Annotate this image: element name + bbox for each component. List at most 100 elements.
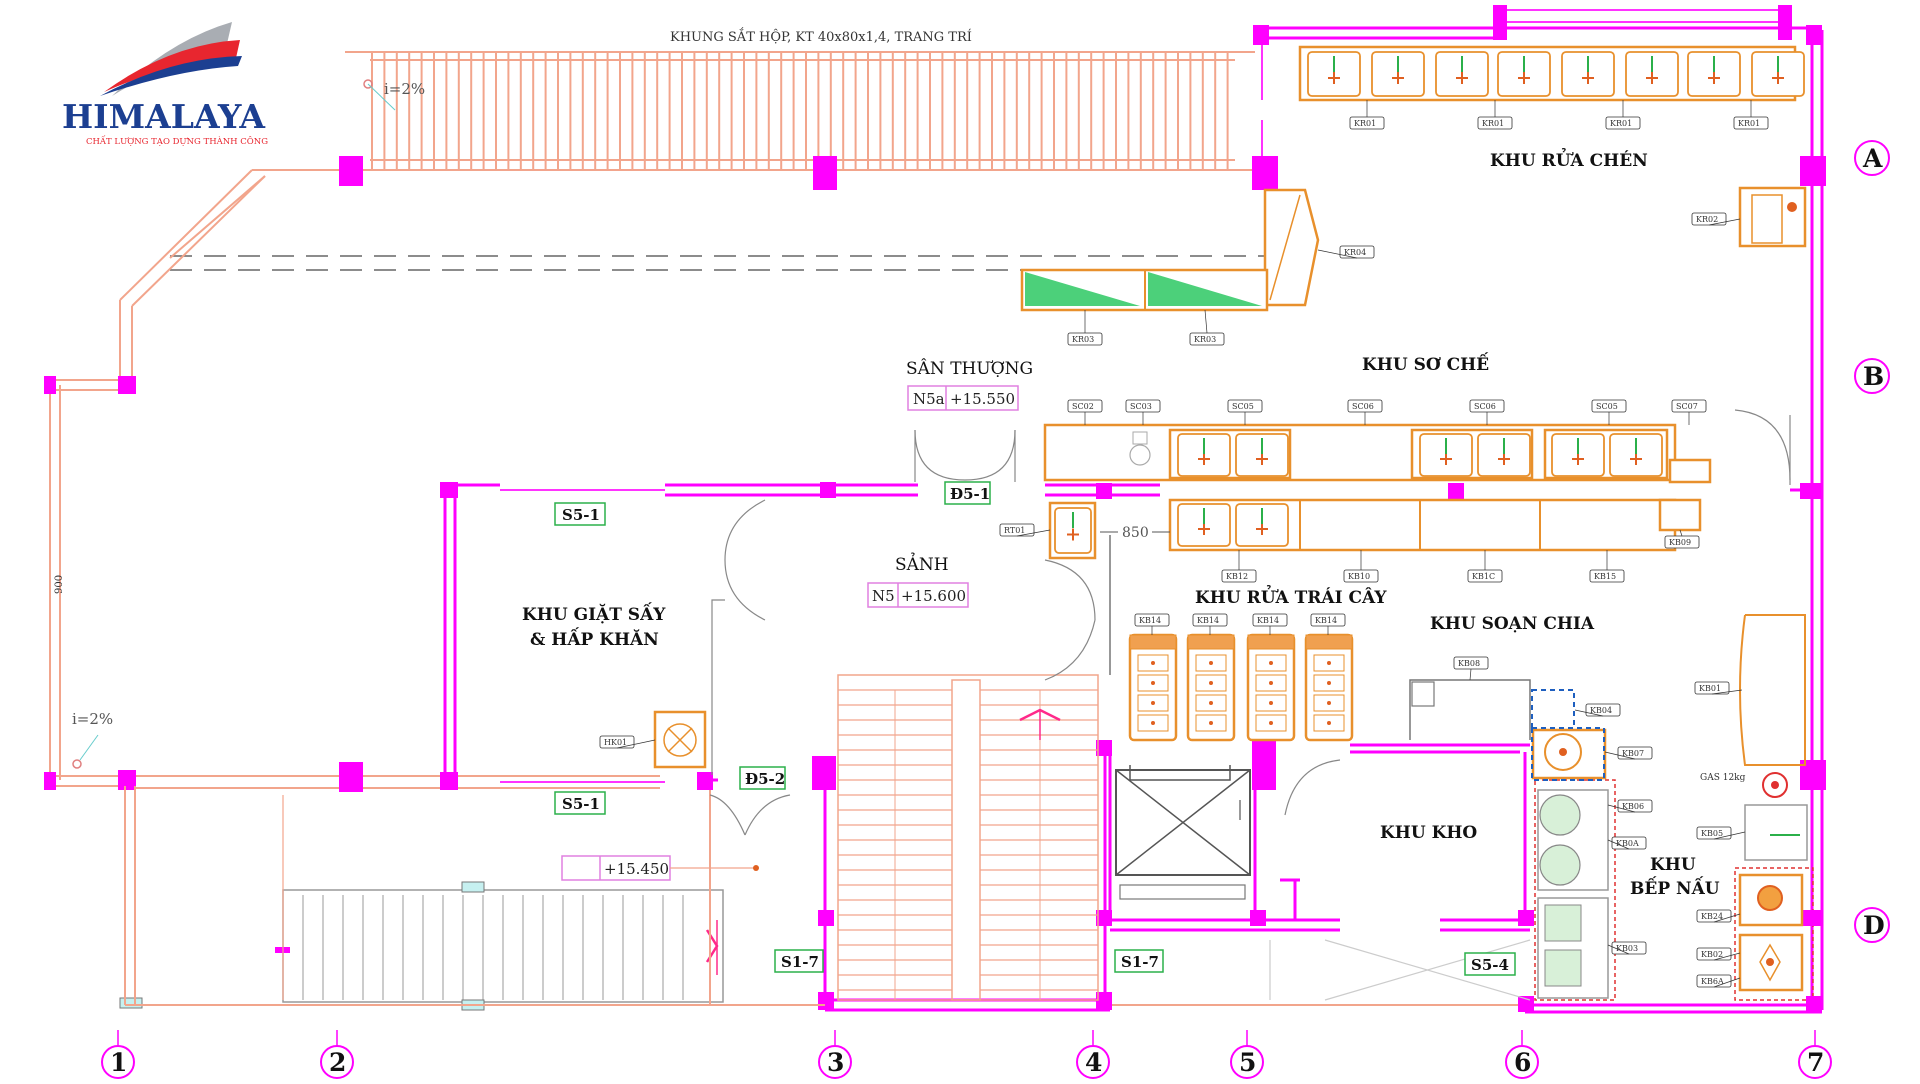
svg-text:+15.450: +15.450 [604, 860, 669, 878]
room-khu-so-che: KHU SƠ CHẾ [1362, 352, 1489, 375]
svg-text:KR01: KR01 [1482, 119, 1504, 128]
svg-text:KB02: KB02 [1701, 950, 1723, 959]
axis-label-A: A [1862, 144, 1883, 173]
dishwash-sinks [1298, 45, 1805, 102]
room-khu-giat-line2: & HẤP KHĂN [530, 627, 659, 650]
left-balcony [49, 379, 128, 787]
svg-text:SC07: SC07 [1676, 402, 1698, 411]
cooking-equipment [1537, 614, 1808, 999]
svg-text:KR03: KR03 [1194, 335, 1216, 344]
svg-text:KB14: KB14 [1197, 616, 1219, 625]
svg-text:SC06: SC06 [1352, 402, 1374, 411]
axis-label-6: 6 [1514, 1048, 1531, 1077]
level-lower: +15.450 [561, 855, 759, 881]
room-san-thuong: SÂN THƯỢNG [906, 358, 1033, 379]
dim-850: 850 [1122, 525, 1149, 541]
pergola-frame [345, 51, 1255, 171]
svg-text:S5-1: S5-1 [562, 795, 600, 813]
svg-text:SC05: SC05 [1596, 402, 1618, 411]
svg-text:KB14: KB14 [1257, 616, 1279, 625]
svg-text:S1-7: S1-7 [781, 953, 819, 971]
axis-bubble-A [1854, 140, 1890, 176]
svg-text:Đ5-2: Đ5-2 [745, 770, 785, 788]
logo-swoosh-blue [100, 56, 242, 96]
svg-text:KR01: KR01 [1354, 119, 1376, 128]
svg-text:KB08: KB08 [1458, 659, 1480, 668]
svg-text:KB06: KB06 [1622, 802, 1644, 811]
slope-top: i=2% [384, 80, 425, 98]
svg-text:RT01: RT01 [1004, 526, 1025, 535]
himalaya-logo: HIMALAYA CHẤT LƯỢNG TẠO DỰNG THÀNH CÔNG [62, 22, 268, 147]
svg-text:SC06: SC06 [1474, 402, 1496, 411]
svg-text:S5-4: S5-4 [1471, 956, 1509, 974]
axis-label-7: 7 [1807, 1048, 1824, 1077]
gas-label: GAS 12kg [1700, 773, 1746, 783]
door-swings [709, 409, 1791, 1001]
main-stair [837, 674, 1099, 1001]
lower-stair [119, 786, 825, 1011]
level-n5a: N5a +15.550 [907, 385, 1019, 411]
svg-text:KR01: KR01 [1610, 119, 1632, 128]
axis-label-1: 1 [110, 1048, 127, 1077]
columns [44, 5, 1826, 1012]
svg-text:S1-7: S1-7 [1121, 953, 1159, 971]
dim-900: 900 [54, 575, 65, 594]
axis-label-D: D [1863, 911, 1885, 940]
svg-text:SC03: SC03 [1130, 402, 1152, 411]
logo-brand: HIMALAYA [62, 97, 265, 136]
svg-text:KR02: KR02 [1696, 215, 1718, 224]
fruit-counter [1048, 498, 1702, 560]
svg-text:KB1C: KB1C [1472, 572, 1495, 581]
room-khu-rua-chen: KHU RỬA CHÉN [1490, 148, 1648, 171]
svg-text:S5-1: S5-1 [562, 506, 600, 524]
svg-text:KB14: KB14 [1139, 616, 1161, 625]
door-tags: Đ5-1 Đ5-2 S5-1 S5-1 S1-7 S1-7 S5-4 [554, 481, 1516, 976]
walls [125, 5, 1824, 1014]
room-khu-kho: KHU KHO [1380, 823, 1477, 843]
svg-text:KB6A: KB6A [1701, 977, 1724, 986]
svg-text:KB03: KB03 [1616, 944, 1638, 953]
axis-label-2: 2 [329, 1048, 346, 1077]
axis-label-4: 4 [1085, 1048, 1102, 1077]
svg-text:KR01: KR01 [1738, 119, 1760, 128]
washer [653, 710, 707, 769]
svg-text:KB04: KB04 [1590, 706, 1612, 715]
svg-text:N5a: N5a [913, 390, 945, 408]
kr02-counter [1738, 186, 1807, 248]
svg-text:KB01: KB01 [1699, 684, 1721, 693]
room-khu-giat-line1: KHU GIẶT SẤY [522, 602, 666, 625]
kr04-counter [1020, 188, 1320, 312]
parapet-diagonal [119, 169, 345, 382]
room-khu-soan-chia: KHU SOẠN CHIA [1430, 614, 1595, 634]
svg-text:KR04: KR04 [1344, 248, 1366, 257]
svg-text:+15.600: +15.600 [901, 587, 966, 605]
svg-text:SC05: SC05 [1232, 402, 1254, 411]
top-frame-note: KHUNG SẮT HỘP, KT 40x80x1,4, TRANG TRÍ [670, 27, 972, 45]
logo-swoosh-red [104, 40, 240, 92]
fridge-row [1128, 633, 1354, 742]
room-khu-bep-line2: BẾP NẤU [1630, 876, 1720, 899]
svg-text:KB12: KB12 [1226, 572, 1248, 581]
axis-bubble-B [1854, 358, 1890, 394]
svg-text:KB05: KB05 [1701, 829, 1723, 838]
slope-left: i=2% [72, 710, 113, 728]
svg-text:+15.550: +15.550 [950, 390, 1015, 408]
svg-text:KB09: KB09 [1669, 538, 1691, 547]
svg-text:Đ5-1: Đ5-1 [950, 485, 990, 503]
svg-text:KB07: KB07 [1622, 749, 1644, 758]
axis-label-3: 3 [827, 1048, 844, 1077]
svg-text:KB24: KB24 [1701, 912, 1723, 921]
svg-text:N5: N5 [872, 587, 895, 605]
svg-text:KB0A: KB0A [1616, 839, 1639, 848]
logo-slogan: CHẤT LƯỢNG TẠO DỰNG THÀNH CÔNG [86, 134, 268, 147]
room-khu-bep-line1: KHU [1650, 855, 1696, 875]
elevator [1115, 765, 1251, 900]
svg-text:KB14: KB14 [1315, 616, 1337, 625]
svg-text:HK01: HK01 [604, 738, 627, 747]
axis-label-5: 5 [1239, 1048, 1256, 1077]
axis-bubble-D [1854, 907, 1890, 943]
